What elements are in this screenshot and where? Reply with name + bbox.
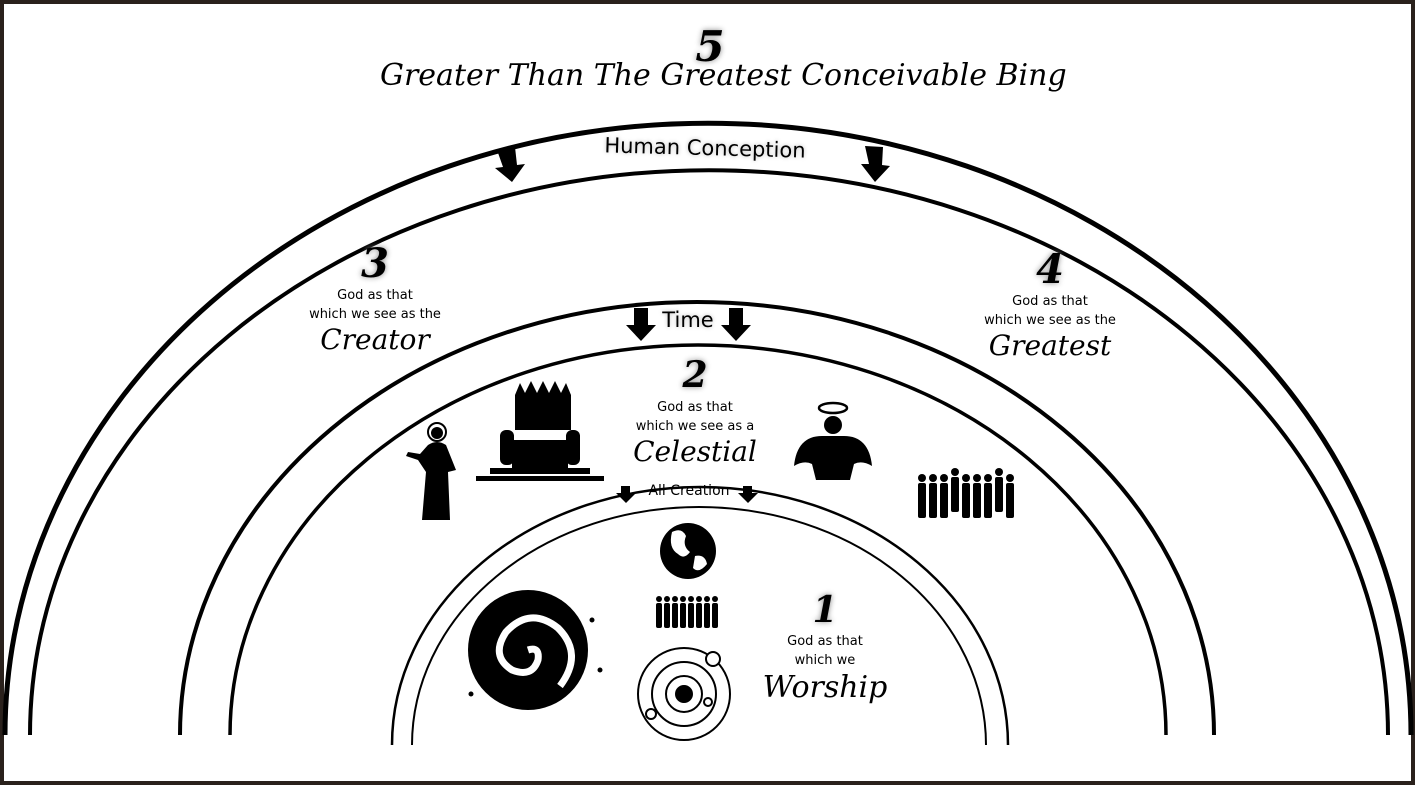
solar-system-icon — [637, 647, 731, 741]
arc-time-inner — [228, 343, 1168, 736]
level-2-line1: God as that — [657, 400, 733, 415]
level-4-line2: which we see as the — [984, 313, 1116, 328]
level-3-line2: which we see as the — [309, 307, 441, 322]
level-2-number: 2 — [682, 354, 708, 396]
down-arrow-icon — [721, 308, 751, 341]
arc-human-inner — [28, 168, 1390, 736]
angel-icon — [794, 401, 872, 480]
level-3-word: Creator — [320, 323, 430, 356]
earth-globe-icon — [660, 523, 716, 579]
level-4-word: Greatest — [988, 329, 1112, 362]
down-arrow-icon — [738, 486, 758, 503]
level-3-number: 3 — [361, 240, 389, 287]
band-label-time: Time — [662, 308, 714, 332]
level-5-number: 5 — [695, 22, 725, 71]
spiral-galaxy-icon — [468, 590, 603, 710]
throne-icon — [476, 381, 604, 481]
level-1-line2: which we — [794, 653, 856, 668]
arc-creation-outer — [390, 485, 1010, 746]
level-1-word: Worship — [762, 670, 888, 705]
down-arrow-icon — [495, 147, 525, 182]
small-crowd-icon — [656, 596, 718, 628]
down-arrow-icon — [616, 486, 636, 503]
arc-time-outer — [178, 300, 1216, 736]
diagram-title: Greater Than The Greatest Conceivable Bi… — [380, 58, 1067, 93]
level-1-line1: God as that — [787, 634, 863, 649]
jesus-figure-icon — [406, 422, 456, 520]
level-3-block: 3 God as that which we see as the Creato… — [290, 242, 460, 356]
level-1-number: 1 — [812, 589, 838, 631]
arc-human-outer — [2, 120, 1414, 736]
down-arrow-icon — [626, 308, 656, 341]
level-4-line1: God as that — [1012, 294, 1088, 309]
level-2-word: Celestial — [633, 435, 757, 468]
arc-creation-inner — [411, 506, 987, 746]
level-4-number: 4 — [1036, 246, 1064, 293]
level-4-block: 4 God as that which we see as the Greate… — [965, 248, 1135, 362]
crowd-icon — [918, 468, 1014, 518]
level-1-block: 1 God as that which we Worship — [745, 588, 905, 706]
level-2-line2: which we see as a — [635, 419, 755, 434]
level-3-line1: God as that — [337, 288, 413, 303]
band-label-all-creation: All Creation — [648, 483, 730, 499]
down-arrow-icon — [861, 146, 890, 182]
level-2-block: 2 God as that which we see as a Celestia… — [610, 352, 780, 468]
